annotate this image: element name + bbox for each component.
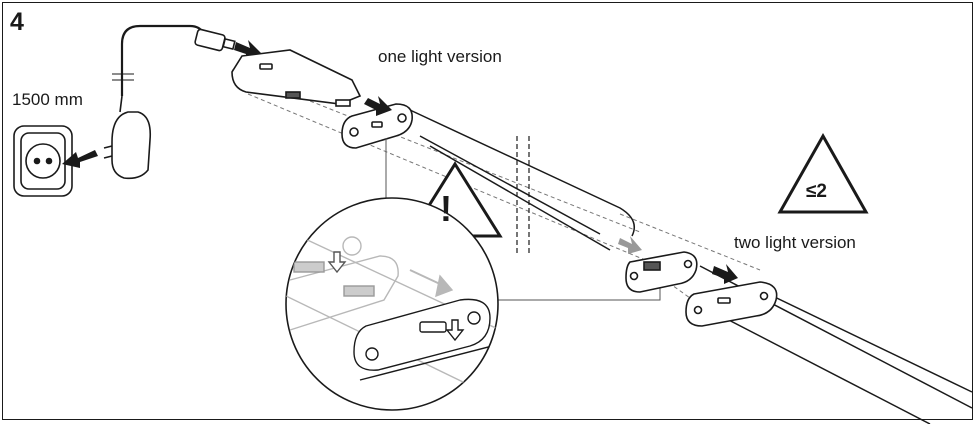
- down-arrow-icon: [327, 251, 347, 274]
- insert-arrow-2-icon: [712, 264, 738, 284]
- connector-1: [341, 103, 413, 149]
- limit-triangle-icon: [777, 132, 869, 214]
- light-bar-1: [231, 49, 362, 107]
- warning-mark: !: [440, 188, 452, 229]
- cable-length-label: 1500 mm: [12, 90, 83, 109]
- one-light-label: one light version: [378, 47, 502, 66]
- two-light-label: two light version: [734, 233, 856, 252]
- diagram-frame: [2, 2, 973, 420]
- plug-in-arrow-icon: [62, 150, 98, 168]
- usb-connector-icon: [194, 28, 236, 52]
- max-count-label: ≤2: [806, 181, 827, 202]
- insert-arrow-1-icon: [364, 96, 392, 116]
- wall-socket-icon: [13, 125, 73, 197]
- zoom-detail: [285, 197, 499, 411]
- connector-2: [625, 251, 698, 293]
- power-plug-icon: [103, 95, 152, 180]
- connector-3: [685, 281, 778, 327]
- power-cable: [120, 24, 205, 96]
- step-number: 4: [10, 8, 24, 36]
